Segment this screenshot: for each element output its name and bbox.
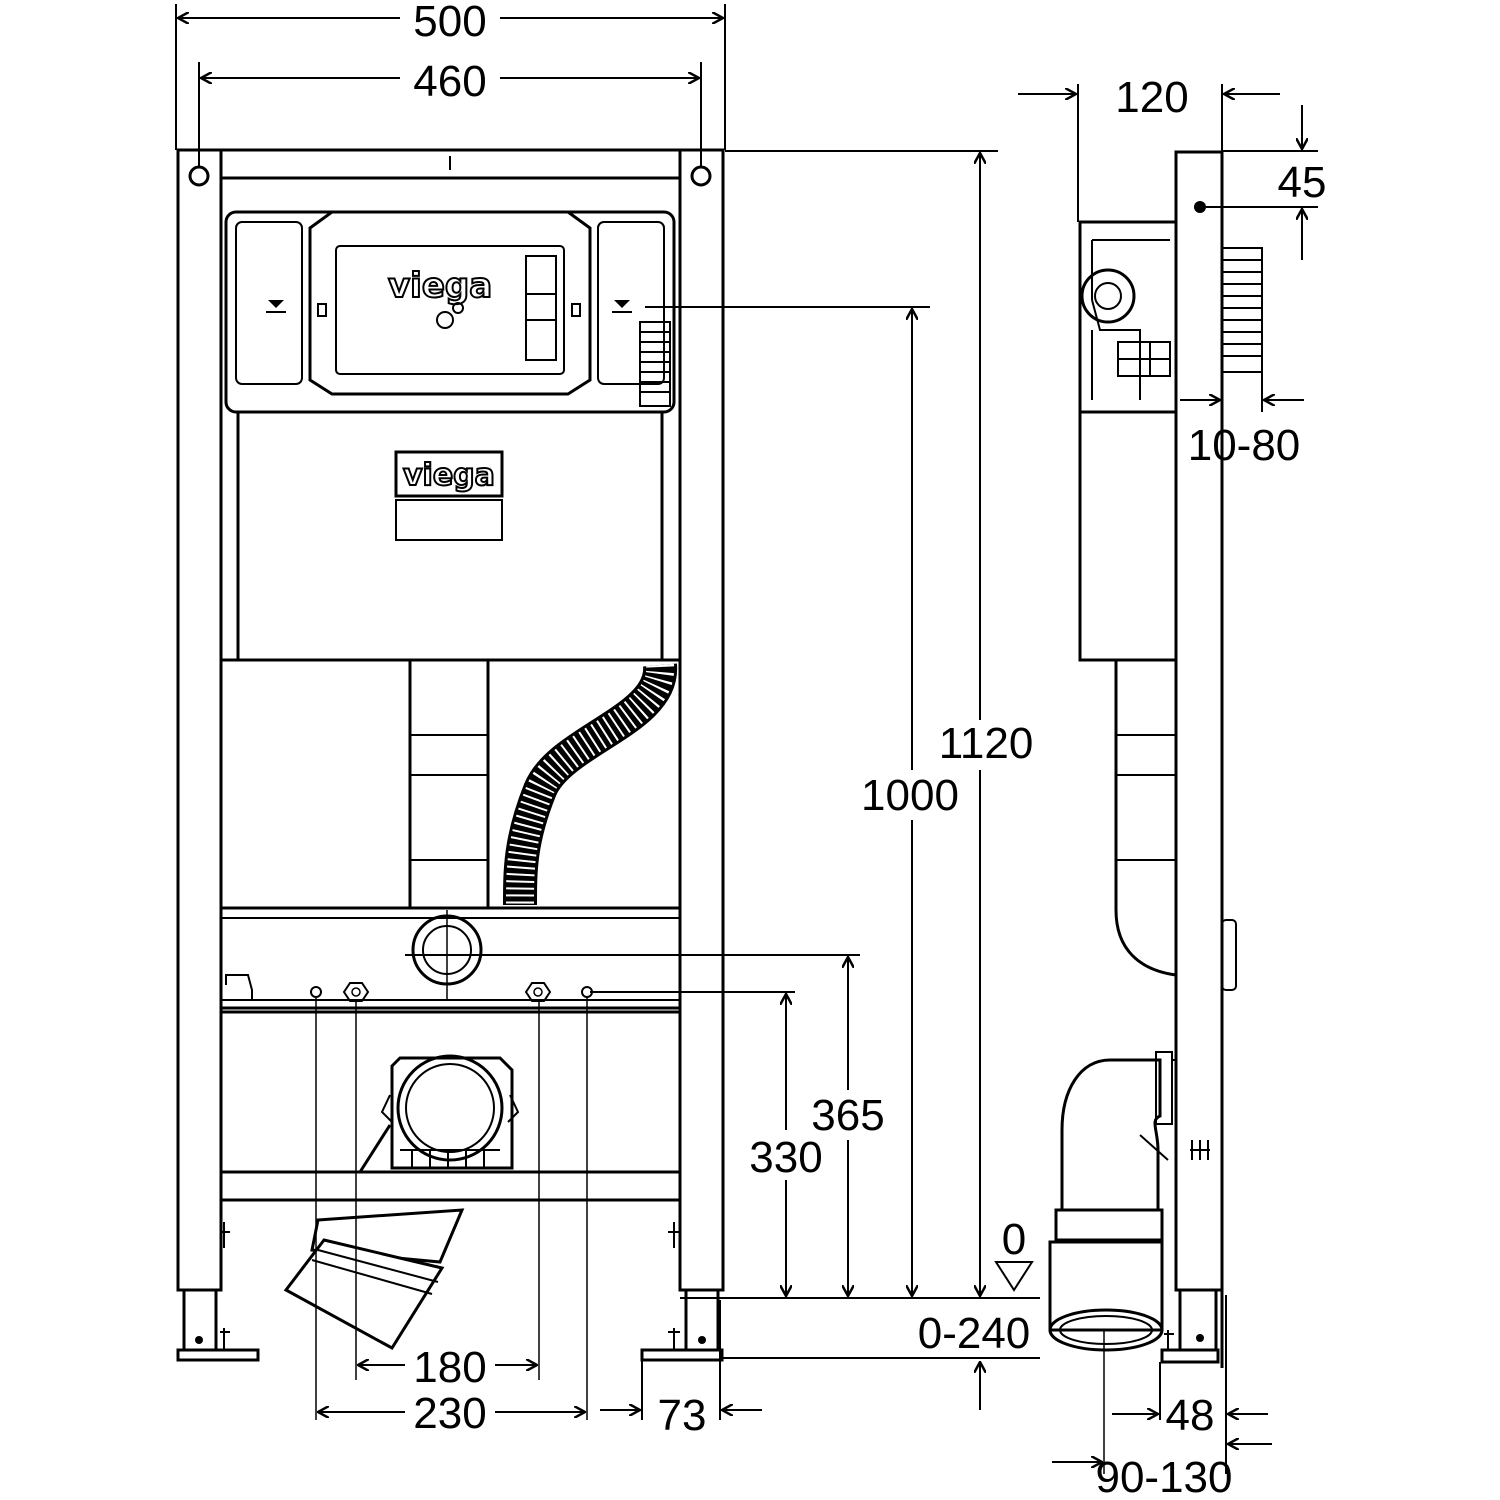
dim-total-height: 1120: [939, 719, 1034, 768]
dim-drain-offset: 90-130: [1095, 1453, 1232, 1500]
flush-pipe: [408, 658, 490, 910]
mounting-hole-right: [690, 165, 712, 187]
dim-foot-offset: 73: [658, 1391, 707, 1440]
foot-left: [176, 1222, 260, 1362]
dim-drain-height: 365: [811, 1091, 884, 1140]
dim-bolt-spacing-outer: 230: [413, 1389, 486, 1438]
flush-plate-opening: [308, 210, 592, 396]
foot-right: [640, 1222, 724, 1362]
dimension-labels: 500 460 120 45 10-80 1120 1000 365 330 0…: [413, 0, 1326, 1500]
dimension-lines: [175, 4, 1318, 1474]
dim-flush-height: 1000: [861, 771, 959, 820]
mounting-hole-left: [188, 165, 210, 187]
dim-foot-adjust: 0-240: [918, 1309, 1031, 1358]
drain-bend: [283, 1208, 465, 1350]
dim-wall-gap: 10-80: [1188, 421, 1301, 470]
right-upright: [678, 148, 725, 1292]
side-drain-elbow: [1048, 1051, 1210, 1352]
cistern-top: [224, 210, 676, 414]
logo-plate: [394, 450, 504, 498]
dim-side-depth: 120: [1115, 73, 1188, 122]
left-upright: [176, 148, 223, 1292]
side-flush-pipe: [1114, 660, 1177, 977]
dim-fixing-width: 460: [413, 57, 486, 106]
logo-top: viega: [388, 266, 492, 306]
flex-hose: [503, 663, 678, 906]
side-cistern-body: [1078, 410, 1178, 662]
logo-body: viega: [403, 458, 495, 493]
front-view: viega viega: [176, 148, 725, 1362]
side-view: [1048, 150, 1263, 1368]
dim-bolt-spacing-inner: 180: [413, 1343, 486, 1392]
cistern-body: [236, 410, 664, 662]
drain-crossbar: [219, 906, 682, 1010]
floor-level-symbol: [994, 1261, 1034, 1292]
dim-top-offset: 45: [1278, 158, 1327, 207]
drain-connector: [358, 1054, 520, 1173]
dim-total-width: 500: [413, 0, 486, 46]
dim-floor-level: 0: [1002, 1215, 1026, 1264]
dim-rear-offset: 48: [1166, 1391, 1215, 1440]
dim-bolt-height: 330: [749, 1133, 822, 1182]
top-rail: [219, 148, 682, 180]
side-upright: [1174, 150, 1224, 1292]
